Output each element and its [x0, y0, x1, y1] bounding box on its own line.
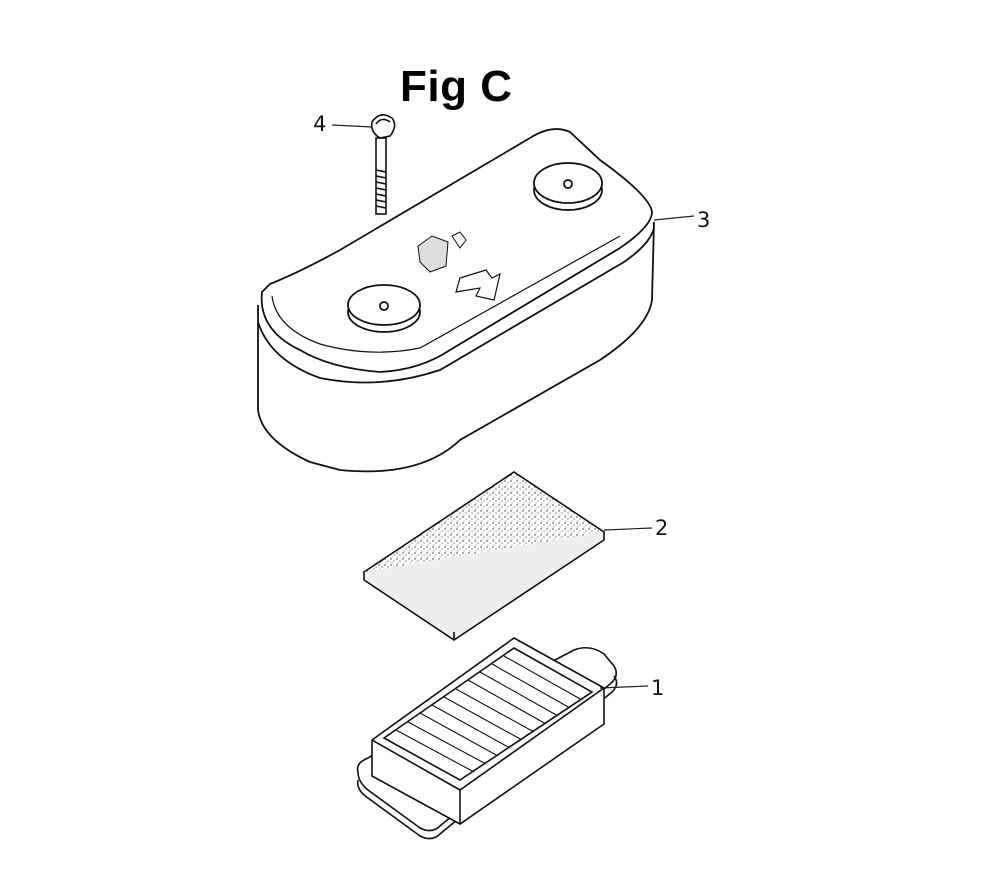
callout-number-3: 3 [697, 208, 711, 232]
callout-number-2: 2 [655, 516, 669, 540]
leader-line-4 [331, 124, 373, 128]
wing-bolt-part [370, 114, 396, 215]
leader-line-1 [599, 685, 649, 689]
leader-line-2 [603, 527, 653, 531]
paper-filter-element-part [356, 637, 618, 840]
leader-line-3 [653, 215, 695, 221]
foam-pre-filter-part [362, 471, 606, 641]
callout-number-1: 1 [651, 676, 665, 700]
air-cleaner-cover-part [257, 128, 655, 473]
figure-title: Fig C [400, 62, 513, 111]
callout-number-4: 4 [313, 112, 327, 136]
